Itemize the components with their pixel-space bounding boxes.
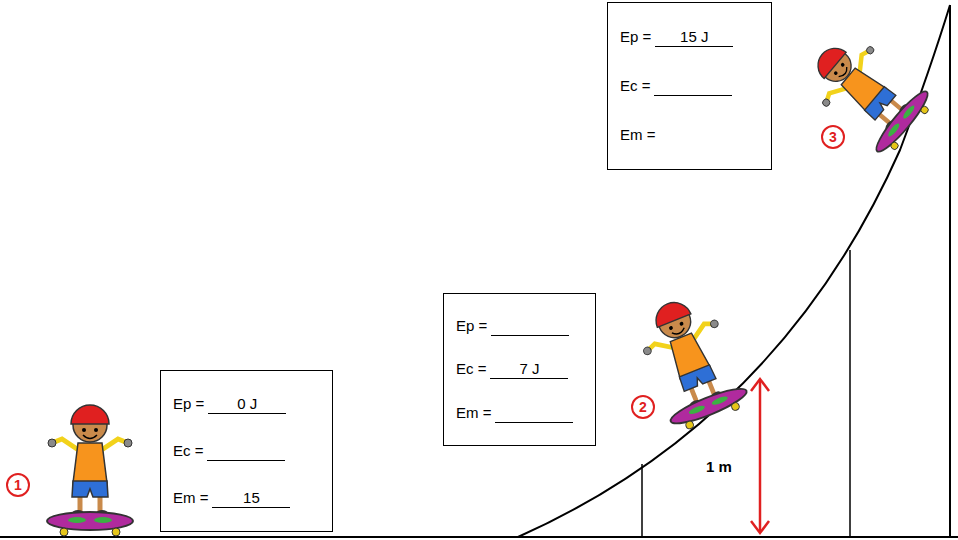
energy-label: Em = [173,488,208,508]
answer-blank [207,441,285,461]
energy-label: Ec = [173,441,203,461]
energy-row: Ep = [456,316,583,336]
energy-row: Em = [620,125,759,145]
energy-box: Ep = 0 J Ec = Em = 15 [160,370,333,532]
arrow-head [751,379,769,391]
answer-blank [654,76,732,96]
energy-label: Ep = [173,394,204,414]
callout-number: 2 [631,395,655,419]
energy-value: 7 J [519,360,539,377]
callout-number: 1 [6,473,30,497]
energy-row: Ep = 0 J [173,394,320,414]
energy-label: Em = [620,125,655,145]
energy-row: Ep = 15 J [620,27,759,47]
skater-figure [797,25,937,160]
energy-label: Ec = [620,76,650,96]
energy-label: Ec = [456,359,486,379]
height-arrow [751,379,769,533]
energy-row: Em = 15 [173,488,320,508]
skater-figure [47,405,133,536]
energy-value: 15 [243,489,260,506]
ramp-back [949,5,951,537]
answer-blank [495,403,573,423]
answer-blank: 0 J [208,394,286,414]
answer-blank: 7 J [490,359,568,379]
energy-row: Ec = 7 J [456,359,583,379]
answer-blank: 15 [212,488,290,508]
energy-box: Ep = Ec = 7 J Em = [443,293,596,446]
answer-blank [491,316,569,336]
energy-label: Ep = [456,316,487,336]
arrow-head [751,521,769,533]
ground-line [0,536,958,538]
energy-value: 0 J [237,395,257,412]
energy-row: Ec = [173,441,320,461]
energy-row: Em = [456,403,583,423]
callout-number: 3 [821,125,845,149]
arrow-shaft [759,380,762,532]
skater-figure [629,289,751,435]
energy-label: Em = [456,403,491,423]
ramp-support [641,464,643,537]
height-dimension: 1 m [704,458,734,475]
energy-row: Ec = [620,76,759,96]
energy-value: 15 J [680,28,708,45]
answer-blank: 15 J [655,27,733,47]
energy-label: Ep = [620,27,651,47]
energy-box: Ep = 15 J Ec = Em = [607,2,772,170]
ramp-support [849,250,851,537]
